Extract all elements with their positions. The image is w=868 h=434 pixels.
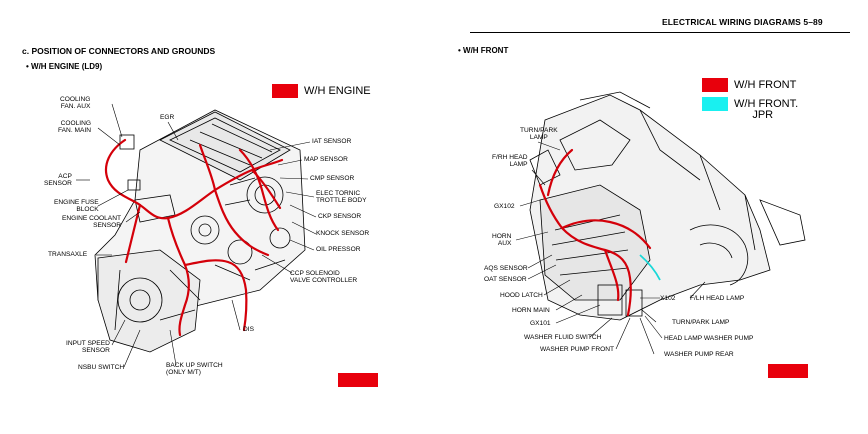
label-iat-sensor: IAT SENSOR xyxy=(312,138,352,145)
front-legend-label: W/H FRONT xyxy=(734,79,797,91)
engine-harness xyxy=(104,138,284,337)
label-egr: EGR xyxy=(160,114,175,121)
label-horn-aux: HORN AUX xyxy=(492,233,512,248)
label-cmp-sensor: CMP SENSOR xyxy=(310,175,355,182)
section-title: c. POSITION OF CONNECTORS AND GROUNDS xyxy=(22,46,216,56)
label-x102: X102 xyxy=(660,295,676,302)
engine-legend-swatch xyxy=(272,84,298,98)
label-gx101: GX101 xyxy=(530,320,551,327)
front-jpr-legend-swatch xyxy=(702,97,728,111)
label-horn-main: HORN MAIN xyxy=(512,307,550,314)
engine-legend-label: W/H ENGINE xyxy=(304,85,371,97)
label-washer-fluid-switch: WASHER FLUID SWITCH xyxy=(524,334,602,341)
front-harness xyxy=(538,148,652,317)
label-hood-latch: HOOD LATCH xyxy=(500,292,543,299)
label-electronic-throttle-body: ELEC TORNIC TROTTLE BODY xyxy=(316,190,367,205)
label-washer-pump-front: WASHER PUMP FRONT xyxy=(540,346,614,353)
label-map-sensor: MAP SENSOR xyxy=(304,156,348,163)
label-washer-pump-rear: WASHER PUMP REAR xyxy=(664,351,734,358)
label-gx102: GX102 xyxy=(494,203,515,210)
front-body-illustration xyxy=(529,91,806,321)
label-ccp-solenoid: CCP SOLENOID VALVE CONTROLLER xyxy=(290,270,358,285)
label-aqs-sensor: AQS SENSOR xyxy=(484,265,528,272)
label-oil-pressor: OIL PRESSOR xyxy=(316,246,361,253)
front-legend-swatch xyxy=(702,78,728,92)
front-jpr-legend-label: W/H FRONT. JPR xyxy=(734,98,799,121)
label-cooling-fan-aux: COOLING FAN. AUX xyxy=(60,96,91,111)
page-header-title: ELECTRICAL WIRING DIAGRAMS 5–89 xyxy=(662,17,823,27)
front-bullet: • W/H FRONT xyxy=(458,46,509,55)
label-input-speed-sensor: INPUT SPEED SENSOR xyxy=(66,340,110,355)
label-back-up-switch: BACK UP SWITCH (ONLY M/T) xyxy=(166,362,223,377)
front-leader-lines xyxy=(515,141,706,355)
label-transaxle: TRANSAXLE xyxy=(48,251,88,258)
label-turn-park-lamp-bottom: TURN/PARK LAMP xyxy=(672,319,730,326)
label-knock-sensor: KNOCK SENSOR xyxy=(316,230,370,237)
label-flh-head-lamp: F/LH HEAD LAMP xyxy=(690,295,745,302)
front-jpr-harness xyxy=(639,254,661,281)
label-acp-sensor: ACP SENSOR xyxy=(44,173,72,188)
label-nsbu-switch: NSBU SWITCH xyxy=(78,364,125,371)
engine-bullet: • W/H ENGINE (LD9) xyxy=(26,62,103,71)
label-cooling-fan-main: COOLING FAN. MAIN xyxy=(58,120,91,135)
front-marker-box xyxy=(768,364,808,378)
engine-marker-box xyxy=(338,373,378,387)
label-engine-coolant-sensor: ENGINE COOLANT SENSOR xyxy=(62,215,121,230)
label-dis: DIS xyxy=(243,326,254,333)
label-head-lamp-washer-pump: HEAD LAMP WASHER PUMP xyxy=(664,335,754,342)
label-turn-park-lamp-top: TURN/PARK LAMP xyxy=(520,127,558,142)
label-oat-sensor: OAT SENSOR xyxy=(484,276,527,283)
engine-leader-lines xyxy=(76,103,317,368)
label-frh-head-lamp: F/RH HEAD LAMP xyxy=(492,154,528,169)
label-engine-fuse-block: ENGINE FUSE BLOCK xyxy=(54,199,99,214)
label-ckp-sensor: CKP SENSOR xyxy=(318,213,362,220)
header-rule xyxy=(470,32,850,33)
